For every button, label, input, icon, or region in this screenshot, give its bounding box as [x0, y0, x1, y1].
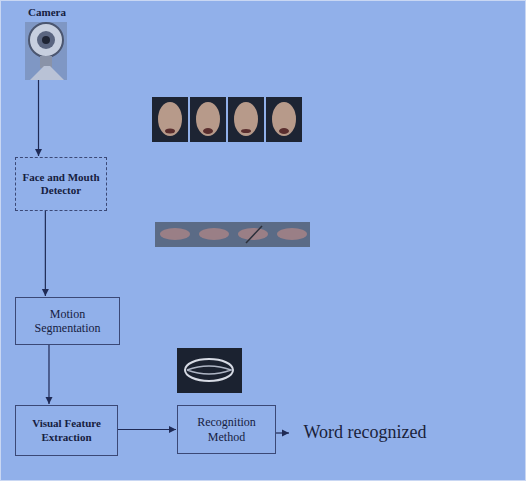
- process-box: Visual Feature Extraction: [15, 405, 118, 456]
- arrowhead: [35, 149, 42, 156]
- arrow-connector: [118, 426, 176, 433]
- arrowhead: [45, 397, 52, 404]
- node-text: Word recognized: [304, 422, 427, 444]
- arrow-connector: [45, 345, 52, 404]
- camera-node: Camera: [22, 6, 72, 80]
- connector-line: [118, 429, 176, 430]
- node-text: Recognition Method: [182, 415, 271, 444]
- process-box: Recognition Method: [177, 405, 276, 454]
- arrow-connector: [276, 430, 289, 437]
- node-text: Visual Feature Extraction: [20, 417, 113, 443]
- node-text: Camera: [28, 6, 66, 19]
- node-text: Motion Segmentation: [20, 307, 115, 336]
- connector-line: [45, 211, 46, 296]
- output-label: Word recognized: [290, 418, 440, 448]
- arrowhead: [169, 426, 176, 433]
- process-box: Motion Segmentation: [15, 297, 120, 345]
- camera-image: [25, 22, 67, 80]
- connector-line: [38, 80, 39, 156]
- motion-image: [177, 348, 242, 393]
- face-frames: [152, 97, 302, 142]
- arrow-connector: [35, 80, 42, 156]
- arrowhead: [42, 289, 49, 296]
- arrow-connector: [42, 211, 49, 296]
- arrowhead: [282, 430, 289, 437]
- detector-box: Face and Mouth Detector: [15, 157, 107, 211]
- connector-line: [48, 345, 49, 404]
- mouth-frames: [155, 222, 310, 247]
- node-text: Face and Mouth Detector: [20, 171, 102, 197]
